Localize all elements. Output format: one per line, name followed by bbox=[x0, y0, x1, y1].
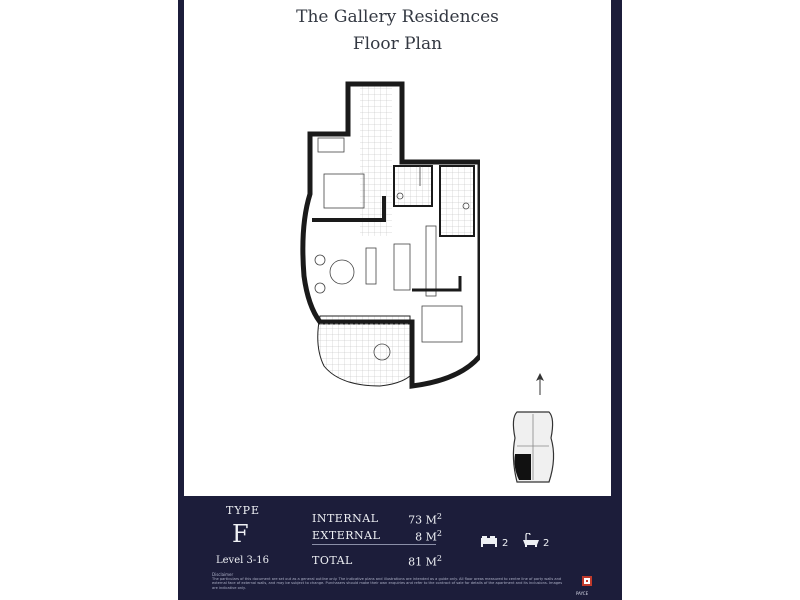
balcony-table bbox=[373, 343, 391, 361]
type-label: TYPE bbox=[226, 504, 261, 517]
external-area-value: 8 M2 bbox=[415, 529, 442, 544]
disclaimer-heading: Disclaimer bbox=[212, 572, 234, 577]
chair bbox=[314, 282, 326, 294]
dining-table bbox=[329, 259, 355, 285]
level-range: Level 3-16 bbox=[216, 555, 269, 566]
internal-area-value: 73 M2 bbox=[408, 512, 442, 527]
external-area-label: EXTERNAL bbox=[312, 529, 381, 542]
page-title: The Gallery Residences Floor Plan bbox=[184, 4, 611, 58]
wardrobe-1 bbox=[317, 137, 345, 153]
bathroom bbox=[393, 165, 433, 207]
sofa bbox=[365, 247, 377, 285]
floor-plan-drawing bbox=[300, 81, 480, 389]
basin bbox=[462, 202, 470, 210]
toilet bbox=[396, 192, 404, 200]
bedroom-count: 2 bbox=[502, 538, 509, 549]
title-line-1: The Gallery Residences bbox=[296, 7, 499, 27]
sheet-border-left bbox=[178, 0, 184, 600]
title-line-2: Floor Plan bbox=[352, 34, 443, 54]
north-arrow-icon bbox=[536, 373, 544, 395]
info-panel: TYPE F Level 3-16 INTERNAL 73 M2 EXTERNA… bbox=[184, 496, 611, 600]
bath-icon bbox=[523, 533, 539, 547]
kitchen-bench bbox=[425, 225, 437, 297]
bedroom-2 bbox=[412, 276, 462, 292]
chair bbox=[314, 254, 326, 266]
bedroom-1 bbox=[312, 196, 386, 222]
bed-1 bbox=[323, 173, 365, 209]
building-key-plan bbox=[512, 411, 555, 483]
highlighted-unit bbox=[514, 454, 531, 480]
total-area-value: 81 M2 bbox=[408, 554, 442, 569]
total-divider bbox=[312, 544, 436, 545]
disclaimer-text: The particulars of this document are set… bbox=[212, 577, 563, 590]
apartment-outline bbox=[300, 81, 480, 389]
total-area-label: TOTAL bbox=[312, 554, 353, 567]
developer-logo-icon bbox=[582, 576, 592, 586]
bed-icon bbox=[481, 536, 497, 547]
developer-logo-text: PAYCE bbox=[576, 591, 589, 596]
type-value: F bbox=[232, 520, 249, 548]
hallway bbox=[360, 86, 392, 236]
bathroom-count: 2 bbox=[543, 538, 550, 549]
kitchen-island bbox=[393, 243, 411, 291]
balcony bbox=[317, 315, 411, 387]
ensuite bbox=[439, 165, 475, 237]
bed-2 bbox=[421, 305, 463, 343]
internal-area-label: INTERNAL bbox=[312, 512, 379, 525]
sheet-border-right bbox=[611, 0, 622, 600]
